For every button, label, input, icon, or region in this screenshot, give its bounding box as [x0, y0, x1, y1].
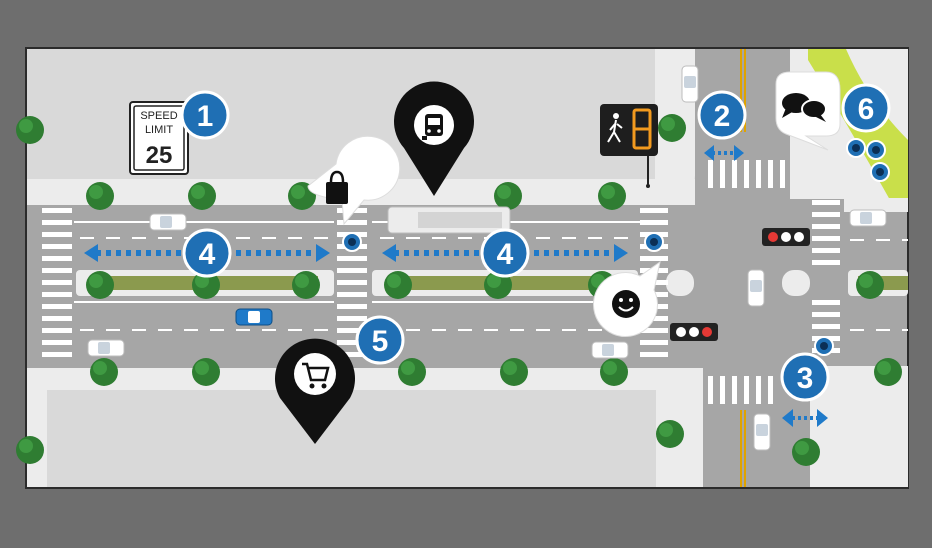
marker-5: 5 [355, 315, 405, 365]
smiley-bubble [592, 260, 661, 338]
crosswalk-west [42, 208, 72, 357]
shopping-cart-pin [275, 338, 355, 444]
bus-stop-pin [394, 81, 475, 196]
marker-number: 3 [797, 362, 814, 395]
chat-bubbles-icon [782, 93, 827, 122]
marker-4-center: 4 [480, 228, 530, 278]
chat-bubble [775, 71, 841, 151]
shopping-cart-icon [302, 362, 330, 389]
marker-number: 2 [714, 100, 731, 133]
bus [387, 206, 511, 234]
marker-number: 6 [858, 93, 875, 126]
crosswalk-intersection-north [708, 160, 785, 188]
vehicles [87, 65, 887, 451]
block-bottom-left [46, 390, 656, 487]
shopping-bag-bubble [307, 135, 401, 226]
crosswalk-intersection-south [708, 376, 773, 404]
traffic-light-icon [670, 323, 718, 341]
marker-6: 6 [841, 83, 891, 133]
marker-number: 4 [497, 238, 514, 271]
marker-2: 2 [697, 90, 747, 140]
marker-1: 1 [180, 90, 230, 140]
two-way-arrow-icon [704, 145, 744, 161]
speed-sign-line1: SPEED [140, 110, 177, 122]
pedestrian-signal-icon [600, 104, 658, 188]
two-way-arrow-icon [782, 409, 828, 427]
traffic-light-icon [762, 228, 810, 246]
speed-limit-sign: SPEED LIMIT 25 [129, 101, 189, 175]
marker-3: 3 [780, 352, 830, 402]
speed-sign-value: 25 [146, 142, 173, 169]
smiley-face-icon [612, 290, 640, 318]
bus-icon [422, 114, 443, 140]
marker-number: 4 [199, 238, 216, 271]
marker-4-west: 4 [182, 228, 232, 278]
marker-number: 1 [197, 100, 214, 133]
shopping-bag-icon [326, 170, 348, 204]
speed-sign-line2: LIMIT [145, 124, 173, 136]
marker-number: 5 [372, 325, 389, 358]
